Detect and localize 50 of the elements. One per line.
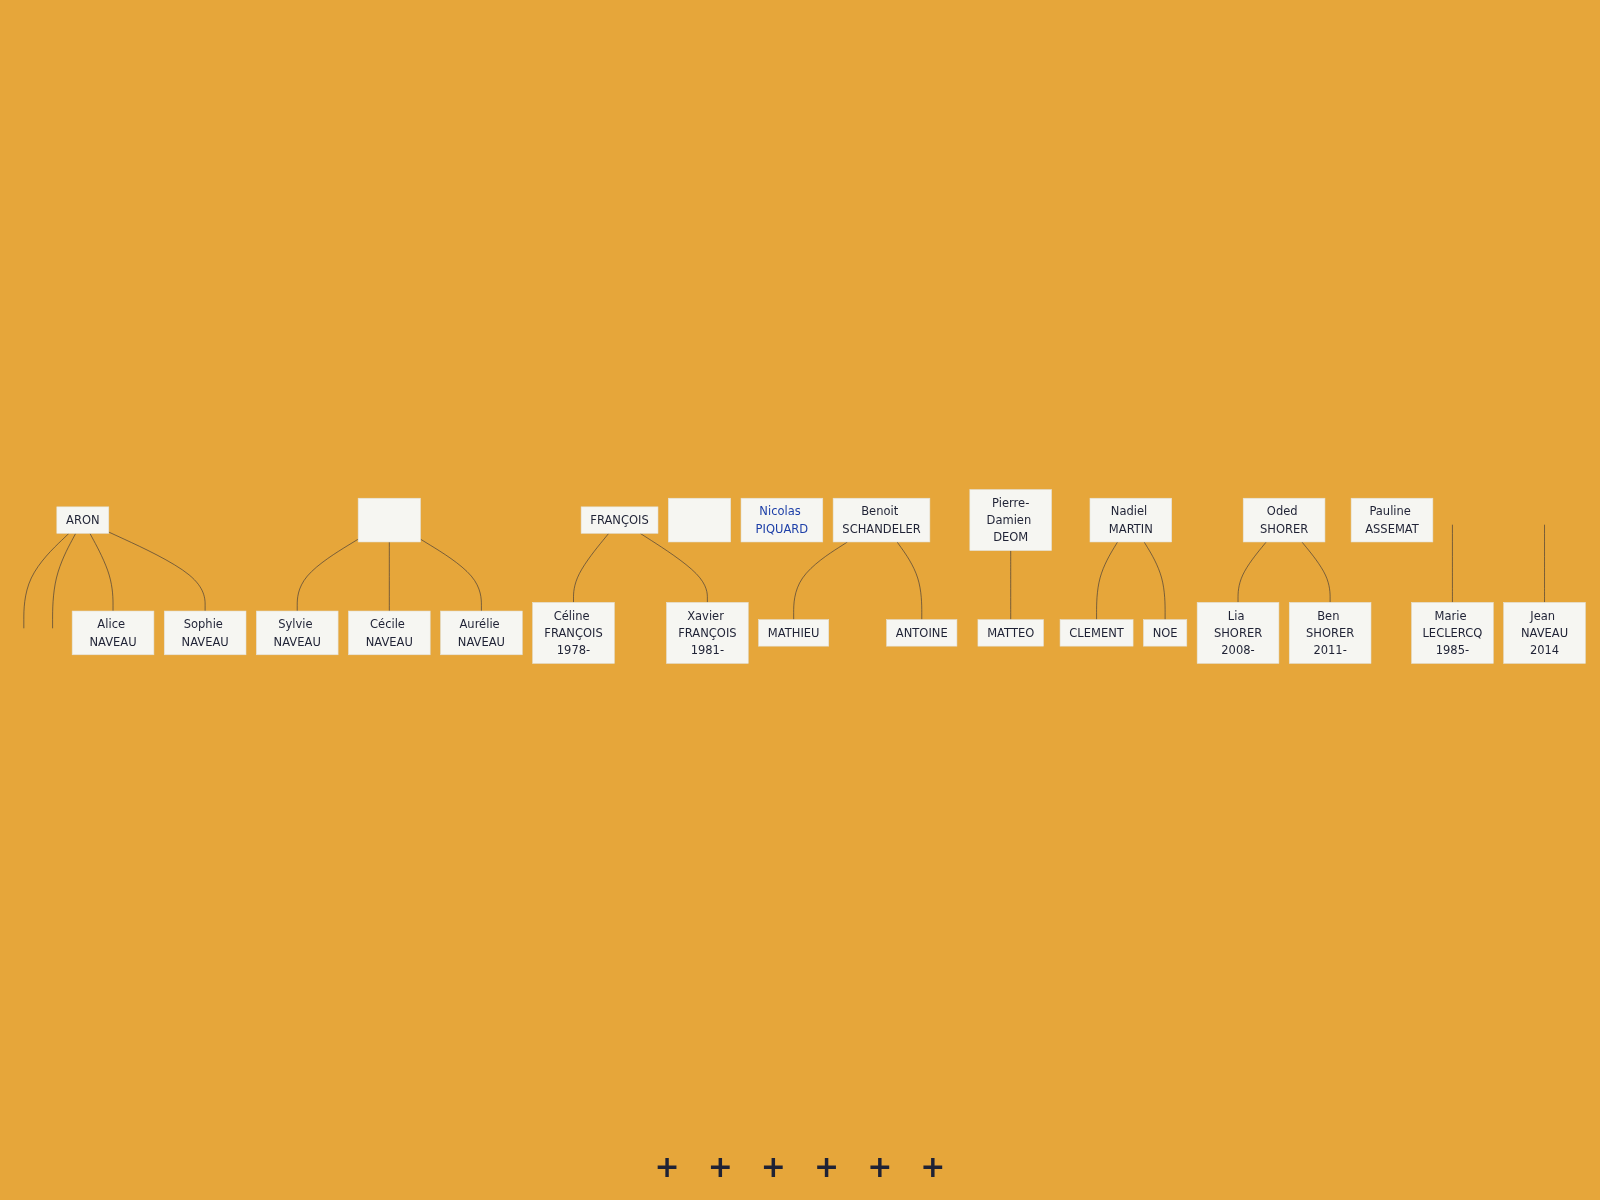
plus-sign: + (760, 1149, 786, 1184)
node-box (668, 497, 731, 543)
connector-line (89, 533, 114, 612)
node-box: ARON (56, 506, 110, 534)
connector-line (573, 533, 610, 603)
plus-sign: + (707, 1149, 733, 1184)
node-box: Lia SHORER 2008- (1196, 602, 1280, 664)
plus-sign: + (814, 1149, 840, 1184)
node-box: Ben SHORER 2011- (1288, 602, 1372, 664)
plus-sign: + (920, 1149, 946, 1184)
connector-line (896, 541, 923, 620)
node-box: Sophie NAVEAU (163, 610, 247, 656)
node-box: Benoit SCHANDELER (832, 497, 931, 543)
connector-line (1143, 541, 1166, 620)
node-box: Sylvie NAVEAU (256, 610, 339, 656)
node-box: Céline FRANÇOIS 1978- (532, 602, 615, 664)
connector-line (1301, 541, 1331, 603)
node-box: CLEMENT (1059, 619, 1134, 647)
node-box: ANTOINE (886, 619, 958, 647)
node-box: MATTEO (977, 619, 1044, 647)
node-box: FRANÇOIS (580, 506, 659, 534)
connector-line (793, 541, 848, 620)
connector-line (639, 533, 708, 603)
connector-line (1237, 541, 1267, 603)
node-box: Pierre-Damien DEOM (969, 489, 1052, 551)
node-box: Jean NAVEAU 2014 (1503, 602, 1586, 664)
connector-line (420, 538, 482, 612)
node-box: Aurélie NAVEAU (440, 610, 523, 656)
node-box: Nicolas PIQUARD (740, 497, 824, 543)
node-box: Pauline ASSEMAT (1350, 497, 1434, 543)
node-box (357, 497, 421, 543)
node-box: NOE (1143, 619, 1188, 647)
connector-line (389, 541, 390, 612)
connector-line (296, 538, 359, 612)
node-box: Cécile NAVEAU (348, 610, 431, 656)
node-box: Xavier FRANÇOIS 1981- (666, 602, 749, 664)
connector-line (52, 533, 76, 629)
node-box: Alice NAVEAU (71, 610, 155, 656)
connector-line (1096, 541, 1118, 620)
plus-sign: + (867, 1149, 893, 1184)
node-box: Marie LECLERCQ 1985- (1411, 602, 1494, 664)
connector-line (108, 531, 206, 612)
connector-line (1010, 550, 1011, 620)
connector-line (23, 533, 70, 629)
node-box: Oded SHORER (1242, 497, 1326, 543)
connector-line (1452, 524, 1453, 603)
connector-line (1544, 524, 1545, 603)
node-box: MATHIEU (758, 619, 829, 647)
node-box: Nadiel MARTIN (1089, 497, 1172, 543)
plus-sign: + (654, 1149, 680, 1184)
